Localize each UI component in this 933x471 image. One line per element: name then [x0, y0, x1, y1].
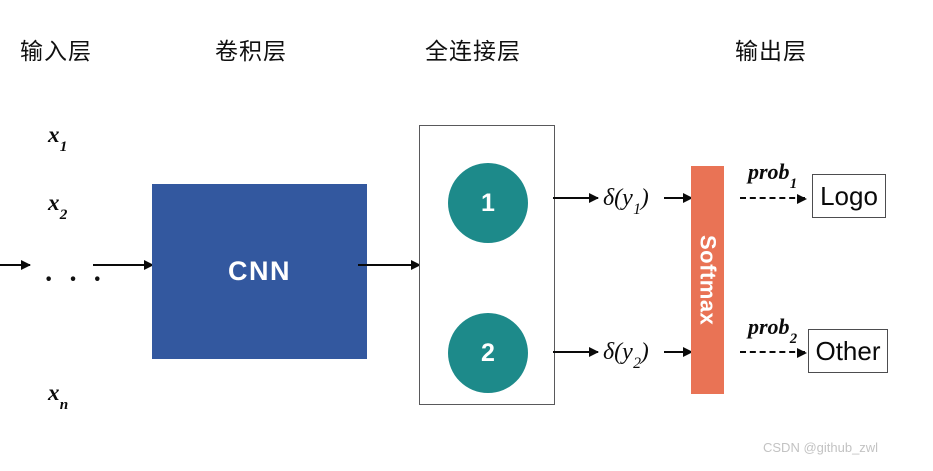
input-symbol-x2-sub: 2	[59, 205, 68, 223]
arrow-fc1-to-activation1	[553, 197, 598, 199]
layer-title-output: 输出层	[735, 38, 807, 64]
watermark: CSDN @github_zwl	[763, 440, 879, 455]
output-box-logo-label: Logo	[820, 180, 878, 211]
activation-delta-y1-suffix: )	[640, 185, 649, 211]
activation-delta-y1: δ(y1)	[603, 185, 649, 219]
probability-label-2: prob2	[748, 314, 798, 347]
input-symbol-x1-base: x	[48, 122, 60, 147]
fc-node-1-label: 1	[481, 188, 495, 217]
input-symbol-x2-base: x	[48, 190, 60, 215]
arrow-fc2-to-activation2	[553, 351, 598, 353]
layer-title-conv: 卷积层	[215, 38, 287, 64]
input-ellipsis: · · ·	[44, 264, 107, 295]
arrow-softmax-to-logo	[740, 197, 805, 199]
output-box-other-label: Other	[815, 335, 881, 366]
layer-title-input: 输入层	[20, 38, 92, 64]
probability-label-2-sub: 2	[789, 330, 798, 347]
activation-delta-y2-prefix: δ(y	[603, 339, 633, 365]
probability-label-1-sub: 1	[789, 175, 798, 192]
cnn-block: CNN	[152, 184, 367, 359]
arrow-activation1-to-softmax	[664, 197, 692, 199]
activation-delta-y2: δ(y2)	[603, 339, 649, 373]
softmax-bar: Softmax	[691, 166, 724, 394]
activation-delta-y1-sub: 1	[633, 201, 642, 219]
probability-label-2-base: prob	[748, 314, 790, 339]
input-symbol-x2: x2	[48, 190, 68, 223]
arrow-input-to-cnn	[93, 264, 153, 266]
layer-title-fc: 全连接层	[425, 38, 521, 64]
probability-label-1-base: prob	[748, 159, 790, 184]
input-symbol-x1-sub: 1	[59, 137, 68, 155]
arrow-into-input	[0, 264, 30, 266]
input-symbol-x1: x1	[48, 122, 68, 155]
output-box-other[interactable]: Other	[808, 329, 888, 373]
input-symbol-xn-base: x	[48, 380, 60, 405]
arrow-activation2-to-softmax	[664, 351, 692, 353]
activation-delta-y1-prefix: δ(y	[603, 185, 633, 211]
softmax-bar-label: Softmax	[695, 234, 721, 326]
fc-node-1[interactable]: 1	[448, 163, 528, 243]
arrow-softmax-to-other	[740, 351, 805, 353]
output-box-logo[interactable]: Logo	[812, 174, 886, 218]
activation-delta-y2-suffix: )	[640, 339, 649, 365]
activation-delta-y2-sub: 2	[633, 355, 642, 373]
input-symbol-xn-sub: n	[59, 395, 69, 413]
cnn-block-label: CNN	[228, 256, 291, 286]
probability-label-1: prob1	[748, 159, 798, 192]
arrow-cnn-to-fc	[358, 264, 420, 266]
input-symbol-xn: xn	[48, 380, 69, 413]
fc-layer-box: 1 2	[419, 125, 555, 405]
fc-node-2-label: 2	[481, 338, 495, 367]
fc-node-2[interactable]: 2	[448, 313, 528, 393]
